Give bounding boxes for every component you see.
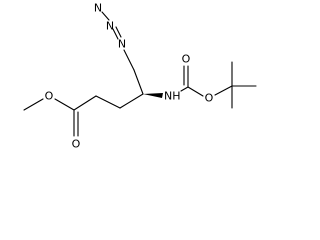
carbamate-o-ester-label: O — [205, 92, 214, 105]
carbamate-o-carbonyl-label: O — [182, 53, 191, 66]
bond-carbamate-c-o-ester — [187, 86, 204, 97]
bond-ester-c-o-methoxy — [54, 98, 75, 111]
azide-n2-label: N — [106, 20, 114, 33]
bond-azide-n3-ch2 — [123, 49, 135, 71]
bond-o-methyl — [23, 98, 44, 111]
bond-azide-n2-n3-a — [112, 28, 119, 40]
ester-o-methoxy-label: O — [45, 90, 54, 103]
azide-n3-label: N — [118, 38, 126, 51]
bond-ch2b-ch2c — [95, 95, 121, 109]
amine-nh-label: NH — [164, 90, 181, 103]
molecule-drawing: N N N NH O O O O — [23, 2, 257, 151]
bond-stereocenter-ch2b — [119, 93, 144, 109]
ester-o-carbonyl-label: O — [72, 138, 81, 151]
bond-o-tbutyl-c — [214, 85, 233, 96]
bond-ch2c-ester-c — [73, 95, 97, 111]
structure-canvas: N N N NH O O O O — [23, 2, 257, 151]
azide-n1-label: N — [94, 2, 102, 15]
bond-azide-n1-n2 — [101, 11, 110, 21]
bond-azide-n2-n3-b — [115, 26, 122, 38]
wedge-bond-stereocenter-nh — [143, 93, 163, 98]
bond-ch2-stereocenter — [133, 69, 144, 95]
bond-nh-carbamate-c — [180, 86, 189, 92]
